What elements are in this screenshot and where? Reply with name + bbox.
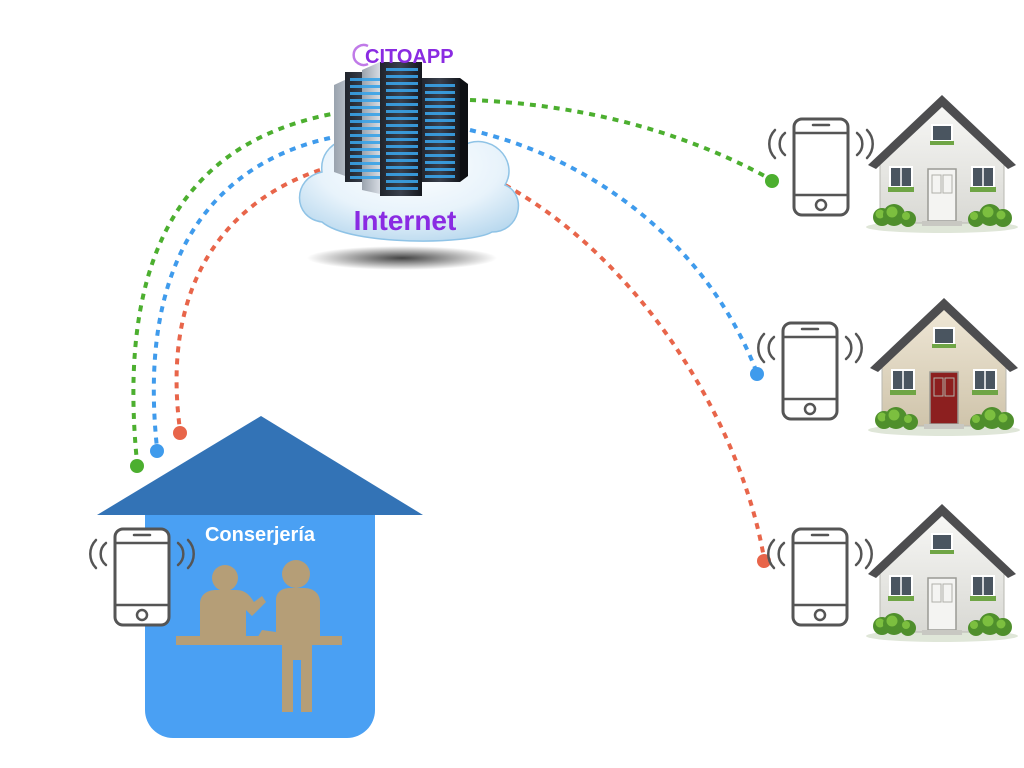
concierge-roof — [97, 416, 423, 515]
endpoint-blue-house-2 — [750, 367, 764, 381]
smartphone-icon — [792, 117, 850, 217]
house-icon — [866, 504, 1018, 642]
cloud-label: Internet — [354, 205, 457, 236]
house-2 — [868, 298, 1020, 436]
concierge-building: Conserjería — [97, 416, 423, 738]
link-green-concierge — [131, 110, 343, 463]
signal-waves-icon — [768, 128, 874, 160]
endpoint-green-concierge — [130, 459, 144, 473]
house-icon — [868, 298, 1020, 436]
house-icon — [866, 95, 1018, 233]
concierge-body — [145, 490, 375, 738]
phone-house-1 — [768, 117, 874, 217]
connection-links — [131, 98, 773, 559]
brand-name: CITOAPP — [365, 46, 454, 68]
brand-logo: CITOAPP — [352, 43, 454, 68]
internet-hub: CITOAPP Internet — [298, 43, 520, 270]
houses — [866, 95, 1020, 642]
link-green-house-1 — [469, 98, 773, 182]
server-rack-icon — [334, 62, 468, 196]
cloud-shadow — [307, 246, 497, 270]
signal-waves-icon — [89, 538, 195, 570]
endpoint-blue-concierge — [150, 444, 164, 458]
signal-waves-icon — [767, 538, 873, 570]
smartphone-icon — [781, 321, 839, 421]
phone-concierge — [89, 527, 195, 627]
link-red-house-3 — [504, 183, 766, 559]
phones — [89, 117, 874, 627]
smartphone-icon — [113, 527, 171, 627]
phone-house-2 — [757, 321, 863, 421]
smartphone-icon — [791, 527, 849, 627]
link-blue-concierge — [151, 136, 331, 449]
house-1 — [866, 95, 1018, 233]
phone-house-3 — [767, 527, 873, 627]
reception-desk-icon — [176, 560, 342, 712]
endpoint-green-house-1 — [765, 174, 779, 188]
concierge-label: Conserjería — [205, 524, 316, 546]
link-red-concierge — [174, 168, 321, 431]
endpoint-red-concierge — [173, 426, 187, 440]
link-blue-house-2 — [469, 128, 759, 374]
house-3 — [866, 504, 1018, 642]
signal-waves-icon — [757, 332, 863, 364]
